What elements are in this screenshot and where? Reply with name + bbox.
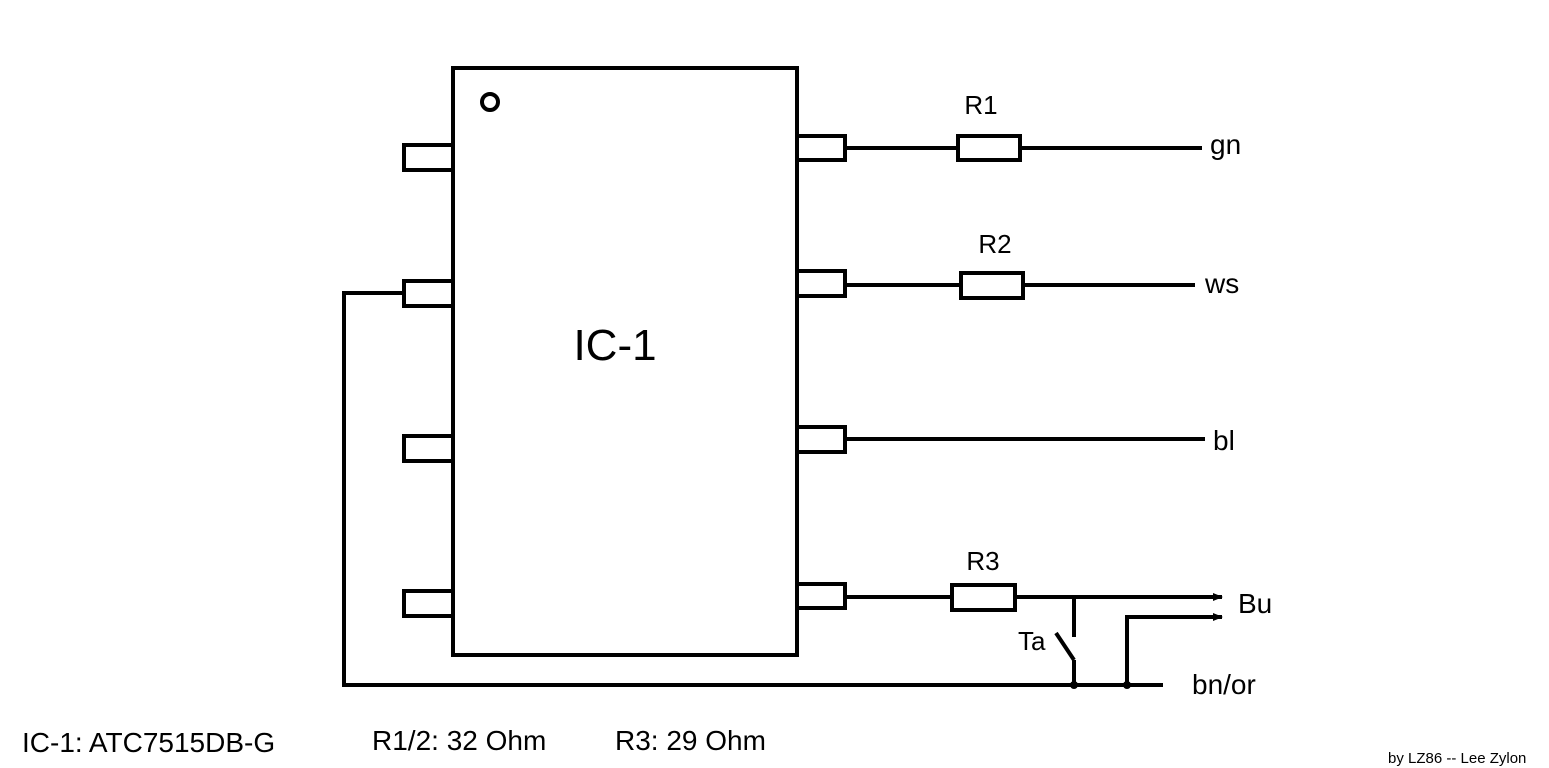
ic-pin-left-4 xyxy=(402,589,455,618)
net-gn: R1 gn xyxy=(845,90,1241,162)
terminal-bu-label: Bu xyxy=(1238,588,1272,619)
net-ws: R2 ws xyxy=(845,229,1239,300)
ic-chip: IC-1 xyxy=(402,66,847,657)
ic-pin-right-1 xyxy=(795,134,847,162)
net-bnor: bn/or xyxy=(342,291,1256,700)
ic-pin-right-2 xyxy=(795,269,847,298)
ic-body xyxy=(451,66,799,657)
terminal-bl-label: bl xyxy=(1213,425,1235,456)
net-bl: bl xyxy=(845,425,1235,456)
r3-spec-text: R3: 29 Ohm xyxy=(615,725,766,756)
resistor-r2-label: R2 xyxy=(978,229,1011,259)
ic-pin-right-3 xyxy=(795,425,847,454)
junction-dot xyxy=(1123,681,1131,689)
switch-lever xyxy=(1054,631,1076,662)
resistor-r3 xyxy=(950,583,1017,612)
resistor-r1 xyxy=(956,134,1022,162)
resistor-r2 xyxy=(959,271,1025,300)
switch-label: Ta xyxy=(1018,626,1046,656)
pin1-marker-icon xyxy=(480,92,500,112)
r12-spec-text: R1/2: 32 Ohm xyxy=(372,725,546,756)
ic-label: IC-1 xyxy=(573,321,656,370)
resistor-r3-label: R3 xyxy=(966,546,999,576)
terminal-bnor-label: bn/or xyxy=(1192,669,1256,700)
terminal-gn-label: gn xyxy=(1210,129,1241,160)
footer-notes: IC-1: ATC7515DB-G R1/2: 32 Ohm R3: 29 Oh… xyxy=(22,725,1526,767)
credit-text: by LZ86 -- Lee Zylon xyxy=(1388,750,1526,767)
arrow-bu-lower xyxy=(1125,613,1223,685)
wire-ground-loop xyxy=(342,291,1163,687)
terminal-ws-label: ws xyxy=(1204,268,1239,299)
junction-dot xyxy=(1070,681,1078,689)
net-bu: R3 Bu Ta xyxy=(845,546,1272,685)
ic-pin-left-1 xyxy=(402,143,455,172)
resistor-r1-label: R1 xyxy=(964,90,997,120)
ic-pin-left-3 xyxy=(402,434,455,463)
ic-pin-left-2 xyxy=(402,279,455,308)
ic-pin-right-4 xyxy=(795,582,847,610)
ic-spec-text: IC-1: ATC7515DB-G xyxy=(22,727,275,758)
